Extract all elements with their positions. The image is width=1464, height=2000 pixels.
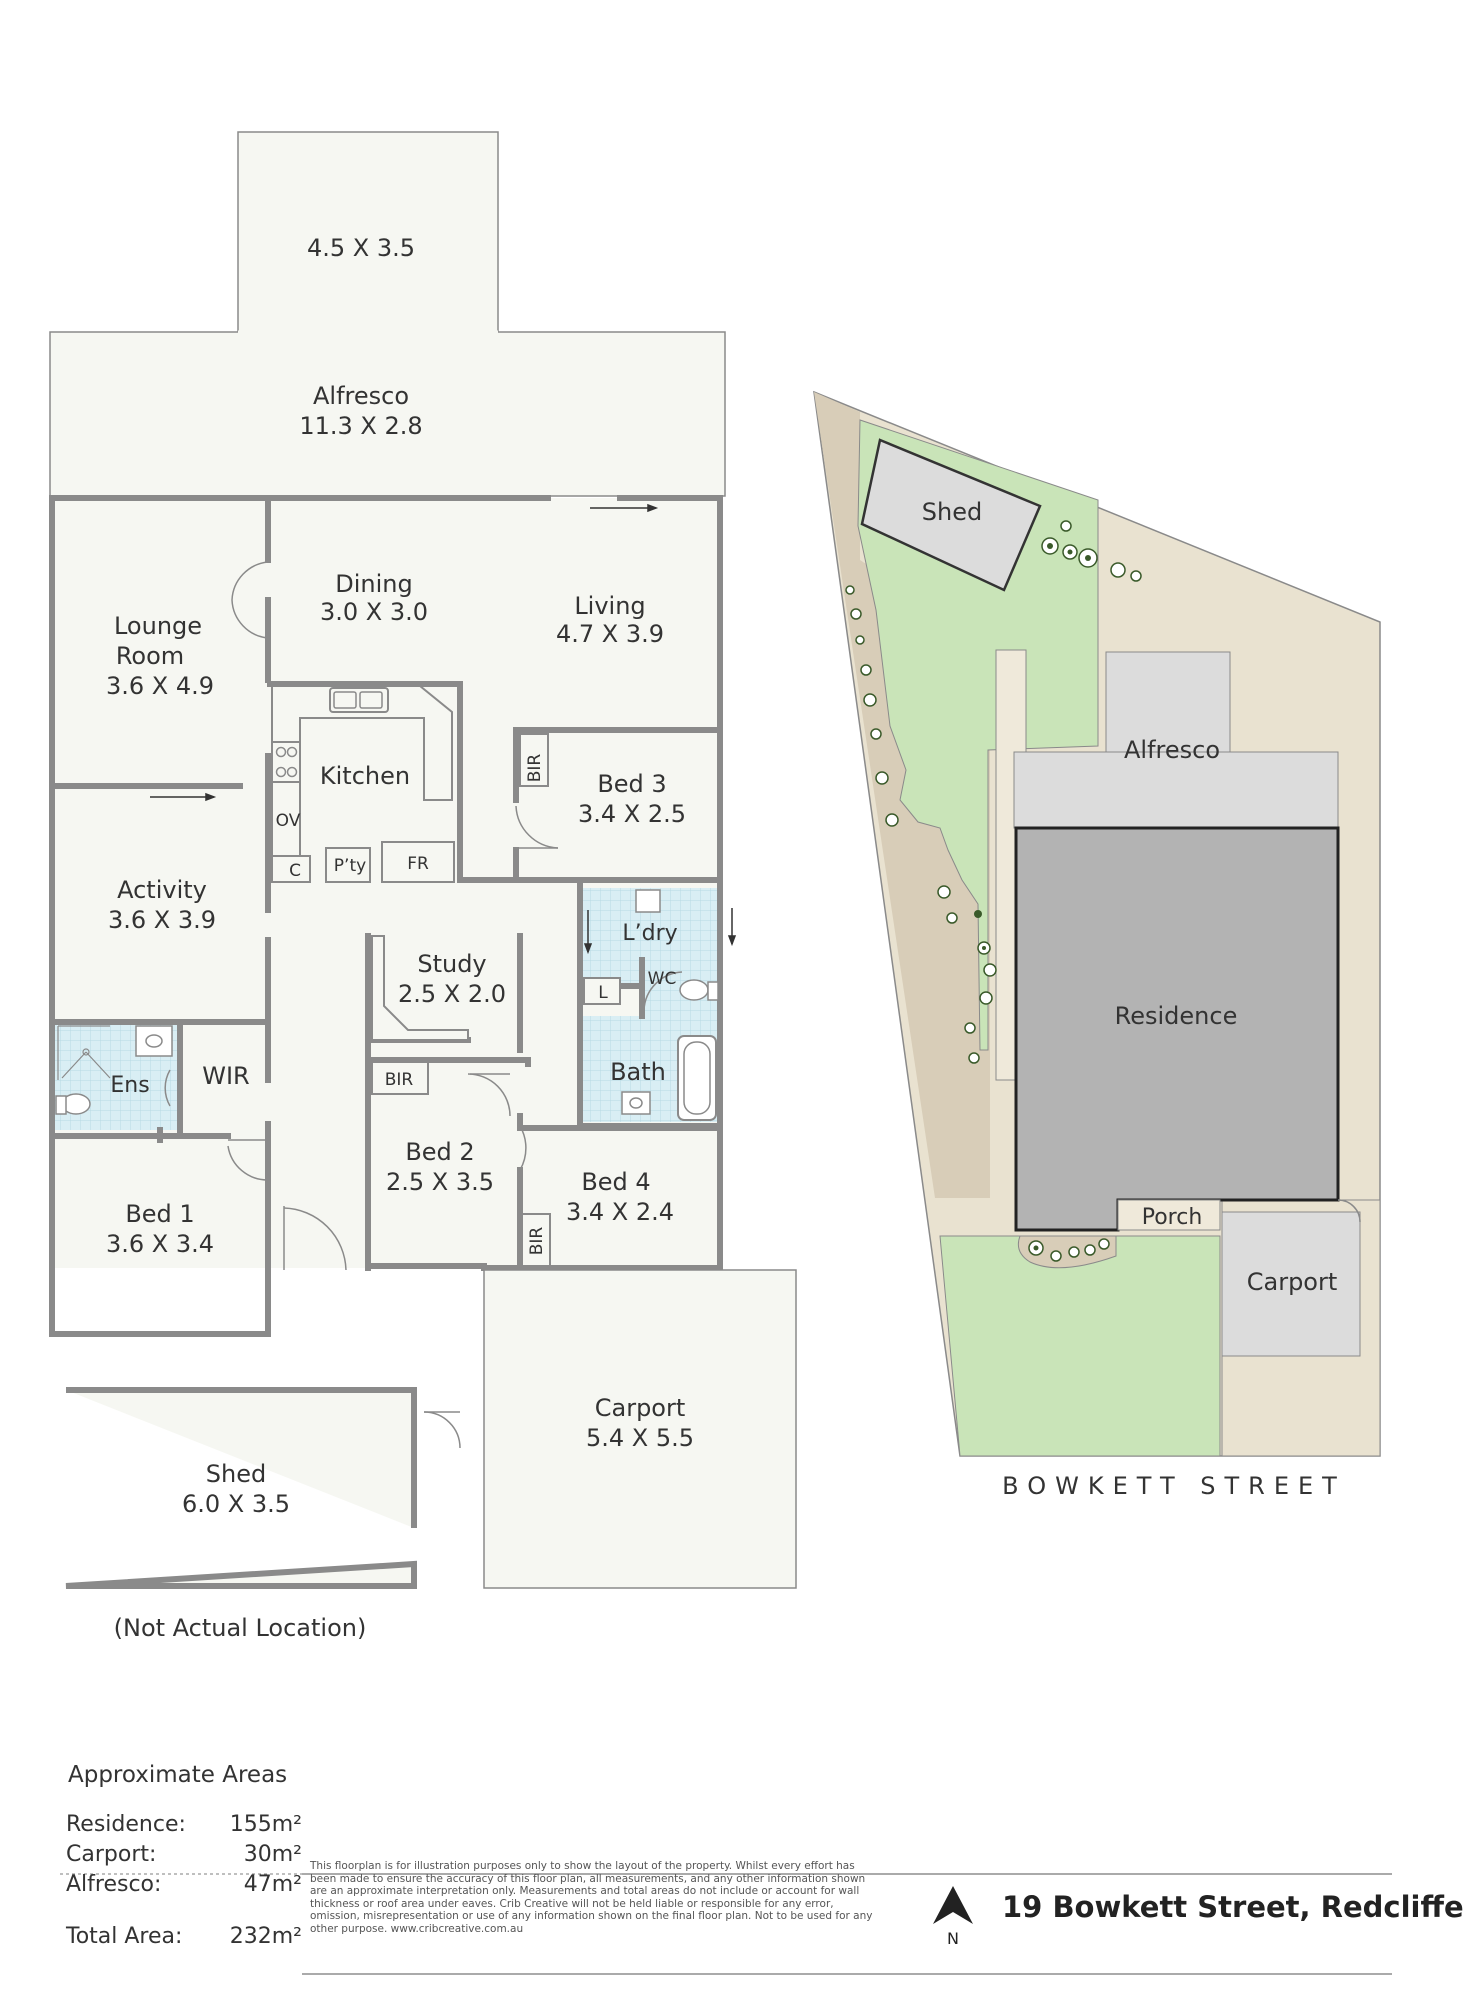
bed4-size: 3.4 X 2.4 — [566, 1198, 674, 1226]
study-size: 2.5 X 2.0 — [398, 980, 506, 1008]
site-shed — [860, 438, 1042, 592]
site-porch-label: Porch — [1142, 1205, 1203, 1230]
windows — [52, 496, 720, 1334]
street-name: BOWKETT STREET — [1002, 1472, 1346, 1500]
bed1-size: 3.6 X 3.4 — [106, 1230, 214, 1258]
laundry-name: L’dry — [622, 921, 677, 946]
study-desk — [371, 935, 469, 1041]
bath-name: Bath — [610, 1058, 666, 1086]
wc-label: WC — [648, 969, 677, 989]
area-label: Residence: — [66, 1812, 186, 1837]
wir-name: WIR — [202, 1062, 249, 1090]
ensuite-name: Ens — [110, 1073, 149, 1098]
fridge-label: FR — [407, 854, 429, 874]
area-total-label: Total Area: — [66, 1924, 183, 1949]
shed-outline — [65, 1387, 417, 1589]
alfresco-area — [49, 331, 726, 497]
site-front-lawn — [939, 1235, 1221, 1457]
bed4-name: Bed 4 — [581, 1168, 650, 1196]
alfresco-name: Alfresco — [313, 382, 409, 410]
shed-size: 6.0 X 3.5 — [182, 1490, 290, 1518]
site-shed-label: Shed — [922, 498, 982, 526]
areas-table: Residence: 155m² Carport: 30m² Alfresco:… — [66, 1810, 302, 1952]
area-row-residence: Residence: 155m² — [66, 1810, 302, 1840]
living-name: Living — [574, 592, 645, 620]
walls — [49, 495, 723, 1337]
areas-title: Approximate Areas — [68, 1762, 288, 1788]
lounge-size: 3.6 X 4.9 — [106, 672, 214, 700]
basin-icons — [135, 889, 661, 1115]
toilet-icons — [55, 979, 719, 1115]
area-row-total: Total Area: 232m² — [66, 1922, 302, 1952]
bed2-bir-label: BIR — [385, 1070, 414, 1090]
carport-size: 5.4 X 5.5 — [586, 1424, 694, 1452]
shrub-centres — [974, 543, 1091, 1251]
activity-name: Activity — [117, 876, 207, 904]
area-row-carport: Carport: 30m² — [66, 1840, 302, 1870]
site-front-garden-bed — [1017, 1235, 1117, 1269]
site-porch — [1117, 1199, 1221, 1231]
cooktop-icon — [275, 746, 298, 778]
area-label: Alfresco: — [66, 1872, 162, 1897]
lounge-name-line1: Lounge — [114, 612, 202, 640]
site-extension — [1105, 651, 1231, 753]
kitchen-bench — [271, 685, 455, 883]
bed1-name: Bed 1 — [125, 1200, 194, 1228]
pantry-label: P’ty — [334, 856, 366, 876]
shrubs — [845, 520, 1142, 1262]
built-in-robes — [371, 733, 621, 1267]
alfresco-size: 11.3 X 2.8 — [299, 412, 422, 440]
bed4-bir-label: BIR — [527, 1227, 547, 1256]
sliding-door-arrows — [150, 503, 737, 955]
sink-icon — [333, 691, 383, 709]
property-address: 19 Bowkett Street, Redcliffe — [1002, 1890, 1464, 1924]
site-alfresco-label: Alfresco — [1124, 736, 1220, 764]
area-value: 155m² — [229, 1812, 302, 1837]
linen-label: L — [598, 983, 608, 1003]
site-residence-label: Residence — [1115, 1002, 1238, 1030]
carport-name: Carport — [595, 1394, 686, 1422]
shed-location-note: (Not Actual Location) — [114, 1614, 367, 1642]
area-row-alfresco: Alfresco: 47m² — [66, 1870, 302, 1900]
bed3-bir-label: BIR — [525, 754, 545, 783]
extension-size: 4.5 X 3.5 — [307, 234, 415, 262]
bed3-name: Bed 3 — [597, 770, 666, 798]
area-value: 47m² — [243, 1872, 302, 1897]
disclaimer-text: This floorplan is for illustration purpo… — [310, 1860, 873, 1935]
doors — [164, 561, 683, 1449]
lounge-name-line2: Room — [116, 642, 184, 670]
floor-plan — [49, 131, 797, 1589]
kitchen-name: Kitchen — [320, 762, 410, 790]
extension-area — [237, 131, 499, 333]
dining-size: 3.0 X 3.0 — [320, 598, 428, 626]
shed-name: Shed — [206, 1460, 266, 1488]
cupboard-label: C — [289, 861, 301, 881]
area-total-value: 232m² — [229, 1924, 302, 1949]
site-plan-labels: Shed Alfresco Residence Porch Carport BO… — [922, 498, 1346, 1500]
floor-plan-labels: 4.5 X 3.5 Alfresco 11.3 X 2.8 Dining 3.0… — [106, 234, 694, 1642]
site-carport — [1221, 1211, 1361, 1357]
site-plan — [813, 390, 1381, 1457]
north-label: N — [947, 1929, 959, 1948]
activity-size: 3.6 X 3.9 — [108, 906, 216, 934]
site-back-lawn — [857, 419, 1099, 1051]
living-size: 4.7 X 3.9 — [556, 620, 664, 648]
bed2-size: 2.5 X 3.5 — [386, 1168, 494, 1196]
dining-name: Dining — [335, 570, 412, 598]
area-label: Carport: — [66, 1842, 157, 1867]
bed2-name: Bed 2 — [405, 1138, 474, 1166]
site-carport-label: Carport — [1247, 1268, 1338, 1296]
bed3-size: 3.4 X 2.5 — [578, 800, 686, 828]
oven-label: OV — [276, 811, 301, 831]
bathtub-icon — [677, 1035, 717, 1121]
north-arrow-icon: N — [933, 1886, 973, 1948]
carport-area — [483, 1269, 797, 1589]
study-name: Study — [417, 950, 486, 978]
floor-plan-drawing: 4.5 X 3.5 Alfresco 11.3 X 2.8 Dining 3.0… — [49, 131, 1392, 1975]
shower-icon — [57, 1025, 111, 1080]
area-value: 30m² — [243, 1842, 302, 1867]
